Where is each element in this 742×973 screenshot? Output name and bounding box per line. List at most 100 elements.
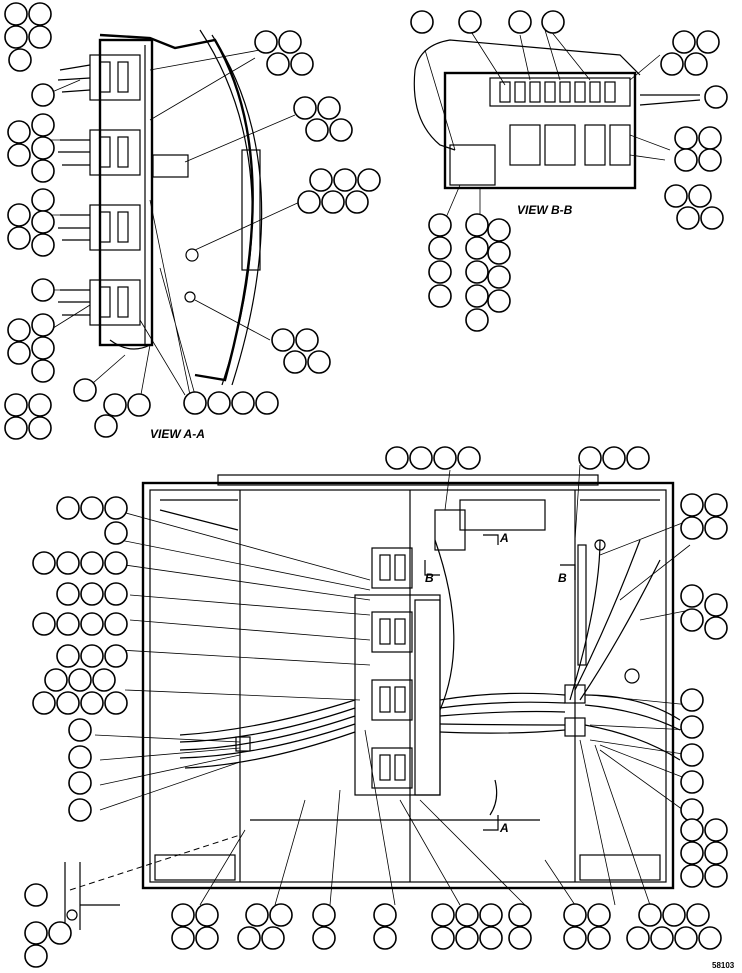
callout-bubble bbox=[602, 446, 626, 470]
callout-bubble bbox=[680, 818, 704, 842]
callout-bubble bbox=[56, 582, 80, 606]
callout-bubble bbox=[31, 159, 55, 183]
callout-bubble bbox=[312, 926, 336, 950]
callout-bubble bbox=[672, 30, 696, 54]
callout-bubble bbox=[373, 903, 397, 927]
callout-bubble bbox=[680, 493, 704, 517]
callout-bubble bbox=[680, 584, 704, 608]
callout-bubble bbox=[664, 184, 688, 208]
callout-bubble bbox=[698, 926, 722, 950]
callout-bubble bbox=[127, 393, 151, 417]
callout-bubble bbox=[704, 593, 728, 617]
callout-bubble bbox=[638, 903, 662, 927]
callout-bubble bbox=[31, 136, 55, 160]
callout-bubble bbox=[44, 668, 68, 692]
callout-bubble bbox=[266, 52, 290, 76]
callout-bubble bbox=[24, 921, 48, 945]
callout-bubbles bbox=[4, 2, 728, 968]
callout-bubble bbox=[171, 926, 195, 950]
callout-bubble bbox=[479, 903, 503, 927]
callout-bubble bbox=[305, 118, 329, 142]
callout-bubble bbox=[80, 551, 104, 575]
callout-bubble bbox=[428, 213, 452, 237]
callout-bubble bbox=[195, 926, 219, 950]
callout-bubble bbox=[704, 841, 728, 865]
view-aa-detail: VIEW A-A bbox=[44, 29, 316, 441]
section-marker-a-upper: A bbox=[499, 531, 509, 545]
callout-bubble bbox=[269, 903, 293, 927]
callout-bubble bbox=[698, 126, 722, 150]
callout-bubble bbox=[7, 341, 31, 365]
callout-bubble bbox=[680, 688, 704, 712]
section-marker-a-lower: A bbox=[499, 821, 509, 835]
callout-bubble bbox=[704, 864, 728, 888]
callout-bubble bbox=[541, 10, 565, 34]
main-breaker-4 bbox=[371, 747, 413, 789]
callout-bubble bbox=[680, 841, 704, 865]
callout-bubble bbox=[457, 446, 481, 470]
callout-bubble bbox=[278, 30, 302, 54]
callout-bubble bbox=[104, 582, 128, 606]
callout-bubble bbox=[650, 926, 674, 950]
callout-bubble bbox=[293, 96, 317, 120]
callout-bubble bbox=[409, 446, 433, 470]
callout-bubble bbox=[32, 612, 56, 636]
callout-bubble bbox=[80, 582, 104, 606]
view-bb-relays bbox=[509, 124, 631, 166]
callout-bubble bbox=[680, 864, 704, 888]
callout-bubble bbox=[465, 236, 489, 260]
figure-number: 58103 bbox=[712, 961, 735, 970]
view-aa-breaker-1 bbox=[57, 54, 141, 101]
callout-bubble bbox=[68, 771, 92, 795]
callout-bubble bbox=[433, 446, 457, 470]
callout-bubble bbox=[271, 328, 295, 352]
callout-bubble bbox=[698, 148, 722, 172]
callout-bubble bbox=[31, 359, 55, 383]
callout-bubble bbox=[312, 903, 336, 927]
callout-bubble bbox=[373, 926, 397, 950]
callout-bubble bbox=[700, 206, 724, 230]
callout-bubble bbox=[80, 644, 104, 668]
callout-bubble bbox=[317, 96, 341, 120]
callout-bubble bbox=[31, 188, 55, 212]
callout-bubble bbox=[704, 516, 728, 540]
callout-bubble bbox=[465, 308, 489, 332]
callout-bubble bbox=[32, 551, 56, 575]
callout-bubble bbox=[662, 903, 686, 927]
callout-bubble bbox=[56, 612, 80, 636]
callout-bubble bbox=[31, 336, 55, 360]
callout-bubble bbox=[329, 118, 353, 142]
callout-bubble bbox=[254, 30, 278, 54]
callout-bubble bbox=[171, 903, 195, 927]
callout-bubble bbox=[7, 226, 31, 250]
callout-bubble bbox=[674, 148, 698, 172]
callout-bubble bbox=[231, 391, 255, 415]
callout-bubble bbox=[410, 10, 434, 34]
callout-bubble bbox=[321, 190, 345, 214]
callout-bubble bbox=[465, 260, 489, 284]
callout-bubble bbox=[183, 391, 207, 415]
callout-bubble bbox=[4, 25, 28, 49]
callout-bubble bbox=[704, 493, 728, 517]
callout-bubble bbox=[455, 903, 479, 927]
callout-bubble bbox=[31, 210, 55, 234]
callout-bubble bbox=[4, 416, 28, 440]
callout-bubble bbox=[458, 10, 482, 34]
callout-bubble bbox=[660, 52, 684, 76]
view-aa-label: VIEW A-A bbox=[150, 427, 205, 441]
callout-bubble bbox=[4, 393, 28, 417]
view-aa-breaker-2 bbox=[58, 129, 141, 176]
callout-bubble bbox=[563, 926, 587, 950]
callout-bubble bbox=[704, 818, 728, 842]
callout-bubble bbox=[48, 921, 72, 945]
callout-bubble bbox=[563, 903, 587, 927]
callout-bubble bbox=[385, 446, 409, 470]
callout-bubble bbox=[297, 190, 321, 214]
callout-bubble bbox=[431, 903, 455, 927]
callout-bubble bbox=[684, 52, 708, 76]
callout-bubble bbox=[587, 903, 611, 927]
callout-bubble bbox=[587, 926, 611, 950]
callout-bubble bbox=[24, 883, 48, 907]
callout-bubble bbox=[680, 743, 704, 767]
